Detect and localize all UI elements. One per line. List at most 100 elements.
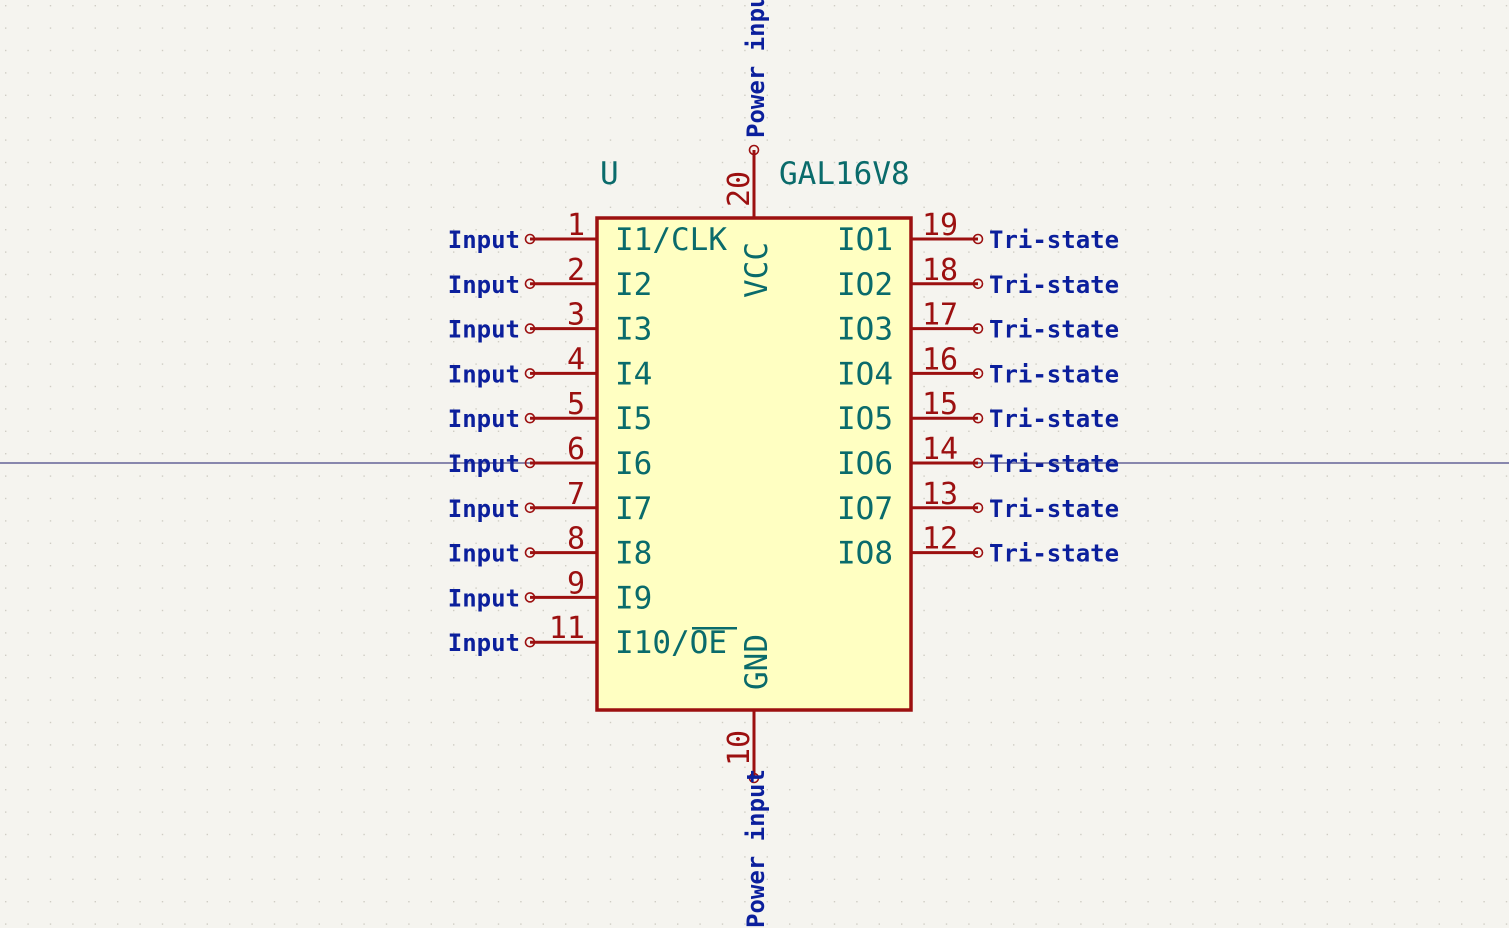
pin-endpoint[interactable] — [524, 233, 536, 245]
pin-type: Input — [448, 271, 520, 299]
pin-3[interactable]: 3 I3 Input — [448, 298, 653, 348]
pin-11[interactable]: 11 I10/OE Input — [448, 611, 737, 661]
pin-type: Input — [448, 360, 520, 388]
pin-number: 9 — [567, 566, 585, 601]
pin-number: 14 — [922, 432, 958, 467]
pin-endpoint[interactable] — [972, 412, 984, 424]
pin-endpoint[interactable] — [972, 368, 984, 379]
pin-20-type: Power input — [742, 0, 770, 138]
pin-20-endpoint[interactable] — [748, 144, 760, 156]
pin-number: 4 — [567, 342, 585, 377]
pin-8[interactable]: 8 I8 Input — [448, 522, 653, 572]
pin-endpoint[interactable] — [972, 233, 984, 245]
component-symbol[interactable]: 20 VCC Power input 10 GND Power input U … — [448, 0, 1119, 928]
pin-number: 5 — [567, 387, 585, 422]
pin-name: IO4 — [837, 356, 893, 392]
pin-name: I6 — [615, 446, 652, 482]
pin-vcc-name: VCC — [739, 242, 775, 298]
pin-endpoint[interactable] — [972, 323, 984, 334]
pin-endpoint[interactable] — [972, 457, 984, 469]
pin-type: Tri-state — [989, 316, 1119, 344]
pin-number: 13 — [922, 477, 958, 512]
pin-17[interactable]: 17 IO3 Tri-state — [837, 298, 1119, 348]
pin-name: I7 — [615, 491, 652, 527]
pin-name: I4 — [615, 356, 652, 392]
pin-number: 16 — [922, 342, 958, 377]
pin-type: Input — [448, 226, 520, 254]
pin-number: 2 — [567, 253, 585, 288]
pin-endpoint[interactable] — [524, 547, 536, 558]
pin-type: Input — [448, 584, 520, 612]
pin-16[interactable]: 16 IO4 Tri-state — [837, 342, 1119, 392]
pin-10-number: 10 — [722, 730, 757, 766]
pin-number: 3 — [567, 298, 585, 333]
pin-type: Input — [448, 405, 520, 433]
pin-type: Tri-state — [989, 271, 1119, 299]
pin-14[interactable]: 14 IO6 Tri-state — [837, 432, 1119, 482]
pin-endpoint[interactable] — [524, 636, 536, 648]
pin-number: 1 — [567, 208, 585, 243]
pin-endpoint[interactable] — [524, 368, 536, 379]
pin-number: 11 — [549, 611, 585, 646]
pin-gnd-name: GND — [739, 634, 775, 690]
pin-name: IO3 — [837, 312, 893, 348]
pin-endpoint[interactable] — [524, 323, 536, 334]
pin-endpoint[interactable] — [972, 278, 984, 290]
pin-5[interactable]: 5 I5 Input — [448, 387, 653, 437]
pin-type: Tri-state — [989, 360, 1119, 388]
pin-10-endpoint[interactable] — [748, 772, 760, 784]
pin-type: Input — [448, 629, 520, 657]
pin-18[interactable]: 18 IO2 Tri-state — [837, 253, 1119, 303]
pin-number: 18 — [922, 253, 958, 288]
pin-12[interactable]: 12 IO8 Tri-state — [837, 522, 1119, 572]
pin-type: Input — [448, 540, 520, 568]
pin-endpoint[interactable] — [524, 412, 536, 424]
pin-number: 8 — [567, 522, 585, 557]
pin-endpoint[interactable] — [524, 457, 536, 469]
pin-type: Input — [448, 495, 520, 523]
pin-number: 12 — [922, 522, 958, 557]
pin-number: 19 — [922, 208, 958, 243]
pin-10-type: Power input — [742, 769, 770, 928]
pin-endpoint[interactable] — [524, 502, 536, 514]
pin-number: 17 — [922, 298, 958, 333]
pin-name: IO6 — [837, 446, 893, 482]
pin-name: I1/CLK — [615, 222, 727, 258]
pin-name: I8 — [615, 536, 652, 572]
pin-type: Tri-state — [989, 450, 1119, 478]
pin-endpoint[interactable] — [972, 547, 984, 558]
pin-type: Tri-state — [989, 405, 1119, 433]
pin-endpoint[interactable] — [524, 592, 536, 603]
pin-7[interactable]: 7 I7 Input — [448, 477, 653, 527]
component-body[interactable] — [595, 216, 913, 712]
pin-name: I5 — [615, 401, 652, 437]
pin-name: IO2 — [837, 267, 893, 303]
pin-name: I3 — [615, 312, 652, 348]
pin-name: IO5 — [837, 401, 893, 437]
component-value[interactable]: GAL16V8 — [779, 156, 910, 192]
pin-name: I2 — [615, 267, 652, 303]
pin-name: I10/OE — [615, 625, 727, 661]
pin-1[interactable]: 1 I1/CLK Input — [448, 208, 728, 258]
pin-type: Tri-state — [989, 495, 1119, 523]
pin-20-number: 20 — [722, 171, 757, 207]
pin-type: Tri-state — [989, 226, 1119, 254]
pin-name: IO8 — [837, 536, 893, 572]
reference-designator[interactable]: U — [600, 156, 619, 192]
pin-4[interactable]: 4 I4 Input — [448, 342, 653, 392]
pin-endpoint[interactable] — [524, 278, 536, 290]
pin-type: Input — [448, 316, 520, 344]
pin-number: 7 — [567, 477, 585, 512]
pin-2[interactable]: 2 I2 Input — [448, 253, 653, 303]
pin-name-overbar: OE — [690, 625, 727, 661]
pin-type: Tri-state — [989, 540, 1119, 568]
pin-endpoint[interactable] — [972, 502, 984, 514]
